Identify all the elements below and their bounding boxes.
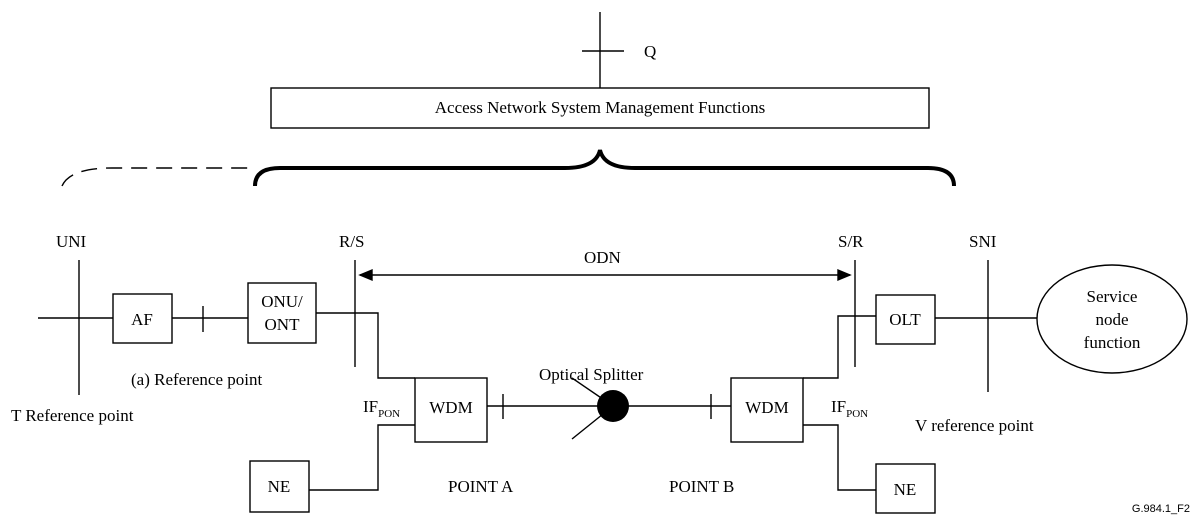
service-node-label-line1: Service bbox=[1087, 287, 1138, 306]
a-reference-point-label: (a) Reference point bbox=[131, 370, 262, 389]
onu-label-line2: ONT bbox=[265, 315, 301, 334]
onu-to-wdm-left-line bbox=[316, 312, 415, 379]
uni-label: UNI bbox=[56, 232, 87, 251]
v-reference-point-label: V reference point bbox=[915, 416, 1034, 435]
service-node-label-line2: node bbox=[1095, 310, 1128, 329]
management-functions-label: Access Network System Management Functio… bbox=[435, 98, 766, 117]
wdm-label-right: WDM bbox=[745, 398, 788, 417]
ne-label-left: NE bbox=[268, 477, 291, 496]
onu-label-line1: ONU/ bbox=[261, 292, 303, 311]
service-node-function-ellipse bbox=[1036, 264, 1188, 374]
point-b-label: POINT B bbox=[669, 477, 734, 496]
wdm-right-to-olt-line bbox=[803, 315, 876, 379]
optical-splitter-label: Optical Splitter bbox=[539, 365, 644, 384]
management-functions-box bbox=[270, 87, 930, 129]
odn-arrowhead-right bbox=[837, 268, 852, 282]
ne-left-to-wdm-left-line bbox=[309, 424, 415, 491]
wdm-box-right bbox=[730, 377, 804, 443]
point-a-label: POINT A bbox=[448, 477, 514, 496]
wdm-box-left bbox=[414, 377, 488, 443]
rs-label: R/S bbox=[339, 232, 365, 251]
dashed-brace-left bbox=[61, 167, 255, 187]
olt-label: OLT bbox=[889, 310, 921, 329]
ne-box-right bbox=[875, 463, 936, 514]
figure-id-label: G.984.1_F2 bbox=[1132, 503, 1190, 515]
ne-label-right: NE bbox=[894, 480, 917, 499]
odn-label: ODN bbox=[584, 248, 621, 267]
wdm-label-left: WDM bbox=[429, 398, 472, 417]
wdm-right-to-ne-right-line bbox=[803, 424, 876, 491]
olt-box bbox=[875, 294, 936, 345]
q-label: Q bbox=[644, 42, 656, 61]
service-node-label-line3: function bbox=[1084, 333, 1141, 352]
optical-splitter-icon bbox=[597, 390, 629, 422]
odn-arrowhead-left bbox=[358, 268, 373, 282]
ne-box-left bbox=[249, 460, 310, 513]
access-network-brace bbox=[253, 149, 956, 187]
if-pon-label-right: IFPON bbox=[831, 397, 868, 420]
if-pon-label-left: IFPON bbox=[363, 397, 400, 420]
sr-label: S/R bbox=[838, 232, 864, 251]
af-label: AF bbox=[131, 310, 153, 329]
sni-label: SNI bbox=[969, 232, 997, 251]
t-reference-point-label: T Reference point bbox=[11, 406, 134, 425]
